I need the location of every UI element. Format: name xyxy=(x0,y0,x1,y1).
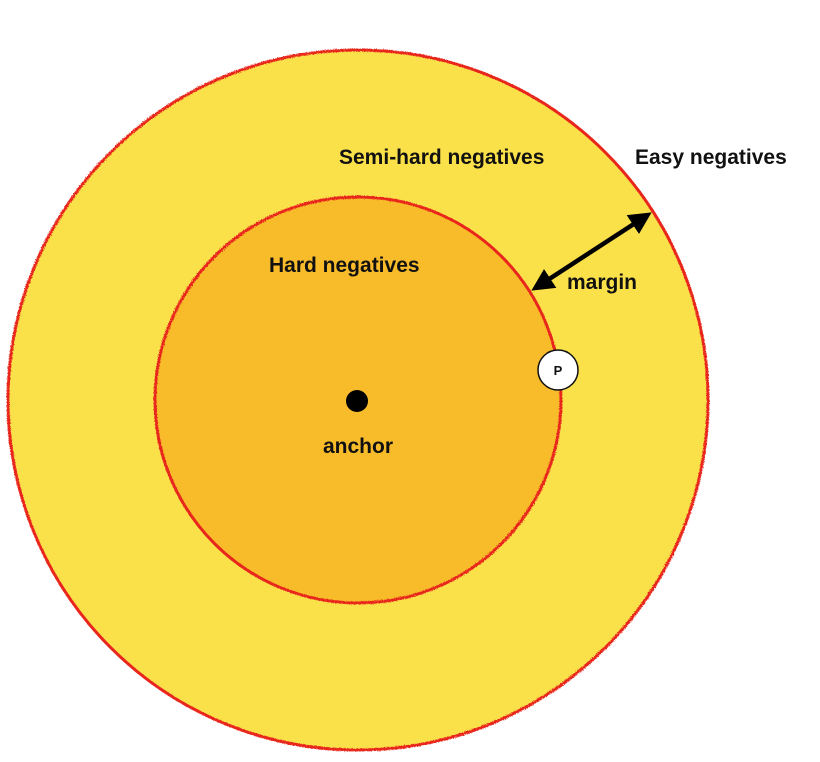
anchor-label: anchor xyxy=(323,435,393,458)
hard-negatives-label: Hard negatives xyxy=(269,254,420,277)
positive-point xyxy=(537,349,579,391)
positive-label: P xyxy=(554,363,563,378)
margin-arrow xyxy=(531,212,652,291)
semi-hard-negatives-label: Semi-hard negatives xyxy=(339,146,544,169)
anchor-dot xyxy=(346,390,368,412)
margin-label: margin xyxy=(567,271,637,294)
easy-negatives-label: Easy negatives xyxy=(635,146,787,169)
